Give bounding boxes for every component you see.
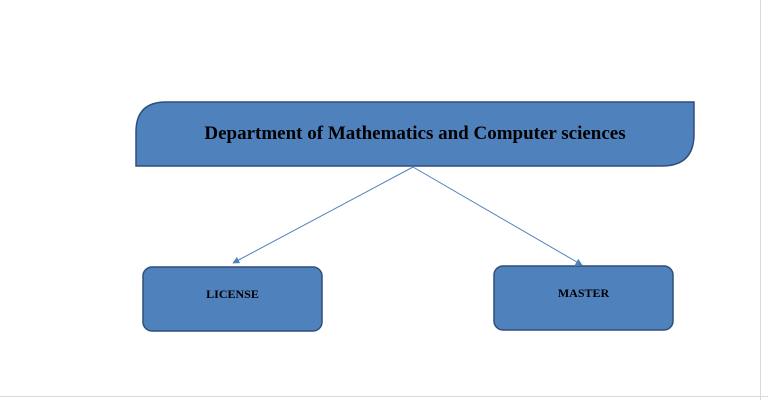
connector-root-to-master [412,166,583,266]
page-edge-bottom [0,396,768,397]
connector-root-to-license [232,166,414,264]
root-node-shape [135,101,695,167]
license-node-shape [142,266,323,332]
page-edge-right [760,0,761,400]
master-node-label: MASTER [557,286,610,300]
license-node-label: LICENSE [206,287,259,301]
master-node-shape [493,265,674,331]
root-node-label: Department of Mathematics and Computer s… [204,123,626,144]
